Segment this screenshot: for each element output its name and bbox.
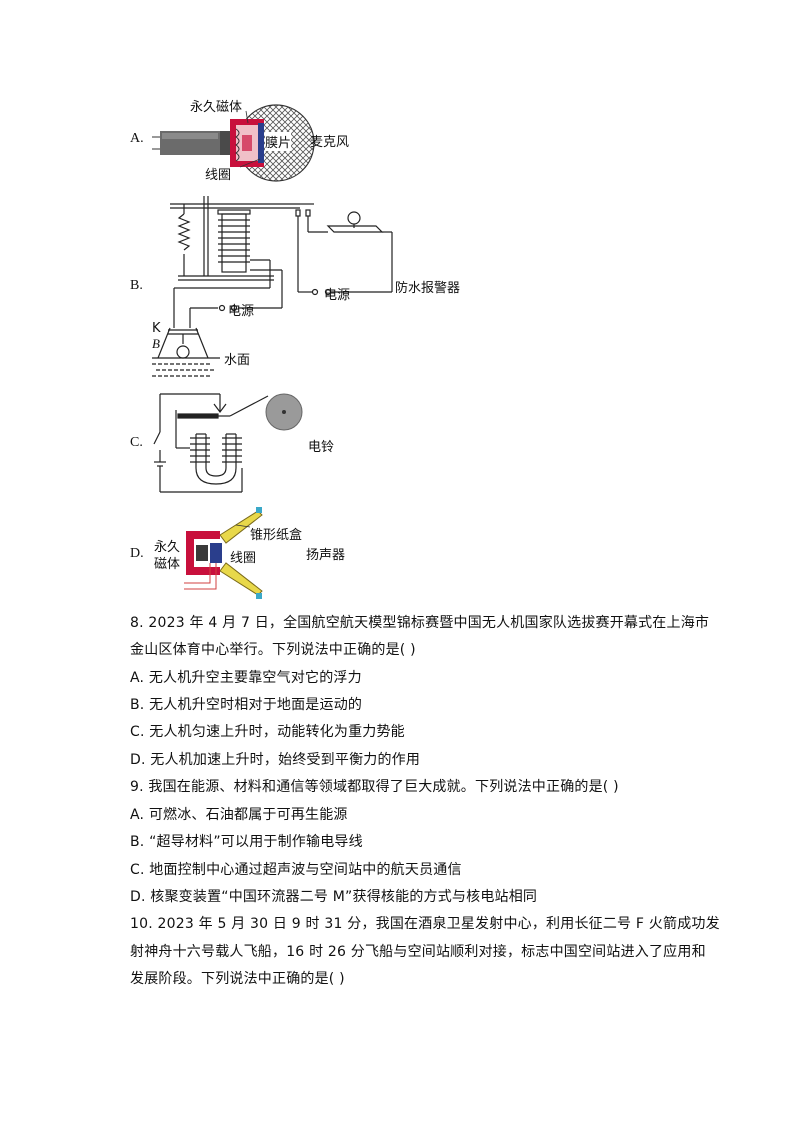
question-10-line-1: 10. 2023 年 5 月 30 日 9 时 31 分，我国在酒泉卫星发射中心… xyxy=(130,916,720,932)
question-9-line-1: 9. 我国在能源、材料和通信等领域都取得了巨大成就。下列说法中正确的是( ) xyxy=(130,779,619,795)
microphone-label: 麦克风 xyxy=(310,135,350,150)
power-label-1: 电源 xyxy=(228,304,255,319)
question-8-option-d: D. 无人机加速上升时，始终受到平衡力的作用 xyxy=(130,752,421,768)
electric-bell-diagram xyxy=(153,393,303,493)
water-surface-label: 水面 xyxy=(224,353,251,368)
option-d-letter: D. xyxy=(130,546,144,561)
question-10-line-3: 发展阶段。下列说法中正确的是( ) xyxy=(130,971,345,987)
question-9-option-c: C. 地面控制中心通过超声波与空间站中的航天员通信 xyxy=(130,862,462,878)
water-alarm-diagram xyxy=(152,196,393,377)
diaphragm-label: 膜片 xyxy=(265,132,292,151)
option-c-letter: C. xyxy=(130,435,143,450)
question-9-option-a: A. 可燃冰、石油都属于可再生能源 xyxy=(130,807,348,823)
question-8-line-2: 金山区体育中心举行。下列说法中正确的是( ) xyxy=(130,642,416,658)
switch-k-label: K xyxy=(152,321,161,336)
loudspeaker-diagram xyxy=(184,507,263,599)
waterproof-alarm-label: 防水报警器 xyxy=(395,281,461,296)
question-8-option-c: C. 无人机匀速上升时，动能转化为重力势能 xyxy=(130,724,405,740)
question-10-line-2: 射神舟十六号载人飞船，16 时 26 分飞船与空间站顺利对接，标志中国空间站进入… xyxy=(130,944,706,960)
question-9-option-b: B. “超导材料”可以用于制作输电导线 xyxy=(130,834,363,850)
option-a-letter: A. xyxy=(130,131,144,146)
question-8-option-b: B. 无人机升空时相对于地面是运动的 xyxy=(130,697,363,713)
permanent-magnet-label-d-2: 磁体 xyxy=(154,557,181,572)
float-b-label: B xyxy=(152,336,160,351)
cone-label: 锥形纸盒 xyxy=(250,528,303,543)
power-label-2: 电源 xyxy=(324,288,351,303)
option-b-letter: B. xyxy=(130,278,143,293)
permanent-magnet-label-a: 永久磁体 xyxy=(190,100,243,115)
electric-bell-label: 电铃 xyxy=(308,440,335,455)
permanent-magnet-label-d-1: 永久 xyxy=(154,540,181,555)
coil-label-d: 线圈 xyxy=(230,551,257,566)
coil-label-a: 线圈 xyxy=(205,168,232,183)
loudspeaker-label: 扬声器 xyxy=(306,548,346,563)
question-8-line-1: 8. 2023 年 4 月 7 日，全国航空航天模型锦标赛暨中国无人机国家队选拔… xyxy=(130,615,710,631)
question-8-option-a: A. 无人机升空主要靠空气对它的浮力 xyxy=(130,670,362,686)
question-9-option-d: D. 核聚变装置“中国环流器二号 M”获得核能的方式与核电站相同 xyxy=(130,889,538,905)
